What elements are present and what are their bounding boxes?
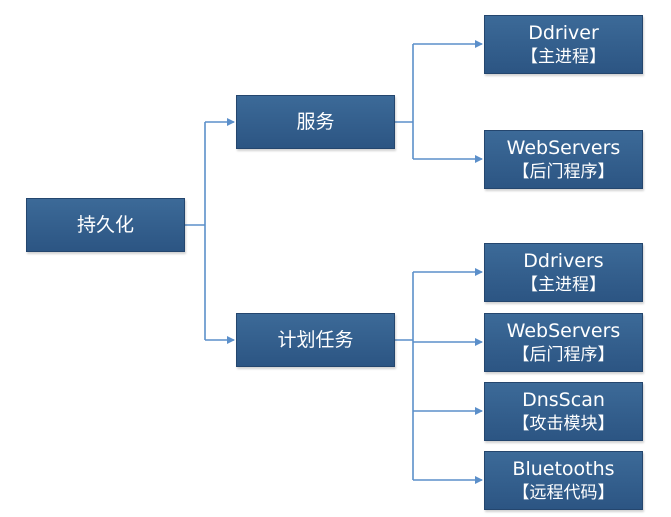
leaf-node-name: WebServers [506, 319, 621, 342]
leaf-node-name: DnsScan [522, 388, 605, 411]
leaf-node-task-webservers: WebServers 【后门程序】 [484, 313, 643, 372]
leaf-node-service-ddriver: Ddriver 【主进程】 [484, 15, 643, 74]
branch-node-scheduled-task-label: 计划任务 [277, 329, 354, 351]
leaf-node-name: Ddriver [528, 21, 599, 44]
leaf-node-service-webservers: WebServers 【后门程序】 [484, 130, 643, 189]
leaf-node-desc: 【后门程序】 [512, 161, 615, 182]
branch-node-scheduled-task: 计划任务 [236, 313, 395, 367]
leaf-node-desc: 【主进程】 [521, 46, 606, 67]
root-node: 持久化 [26, 198, 185, 252]
leaf-node-desc: 【主进程】 [521, 274, 606, 295]
leaf-node-name: Ddrivers [523, 249, 604, 272]
leaf-node-desc: 【远程代码】 [512, 482, 615, 503]
branch-node-service-label: 服务 [296, 111, 335, 133]
leaf-node-name: Bluetooths [512, 457, 615, 480]
branch-node-service: 服务 [236, 95, 395, 149]
leaf-node-task-ddrivers: Ddrivers 【主进程】 [484, 243, 643, 302]
leaf-node-desc: 【后门程序】 [512, 344, 615, 365]
leaf-node-task-dnsscan: DnsScan 【攻击模块】 [484, 382, 643, 441]
leaf-node-name: WebServers [506, 136, 621, 159]
root-node-label: 持久化 [76, 214, 134, 236]
leaf-node-task-bluetooths: Bluetooths 【远程代码】 [484, 451, 643, 510]
leaf-node-desc: 【攻击模块】 [512, 413, 615, 434]
